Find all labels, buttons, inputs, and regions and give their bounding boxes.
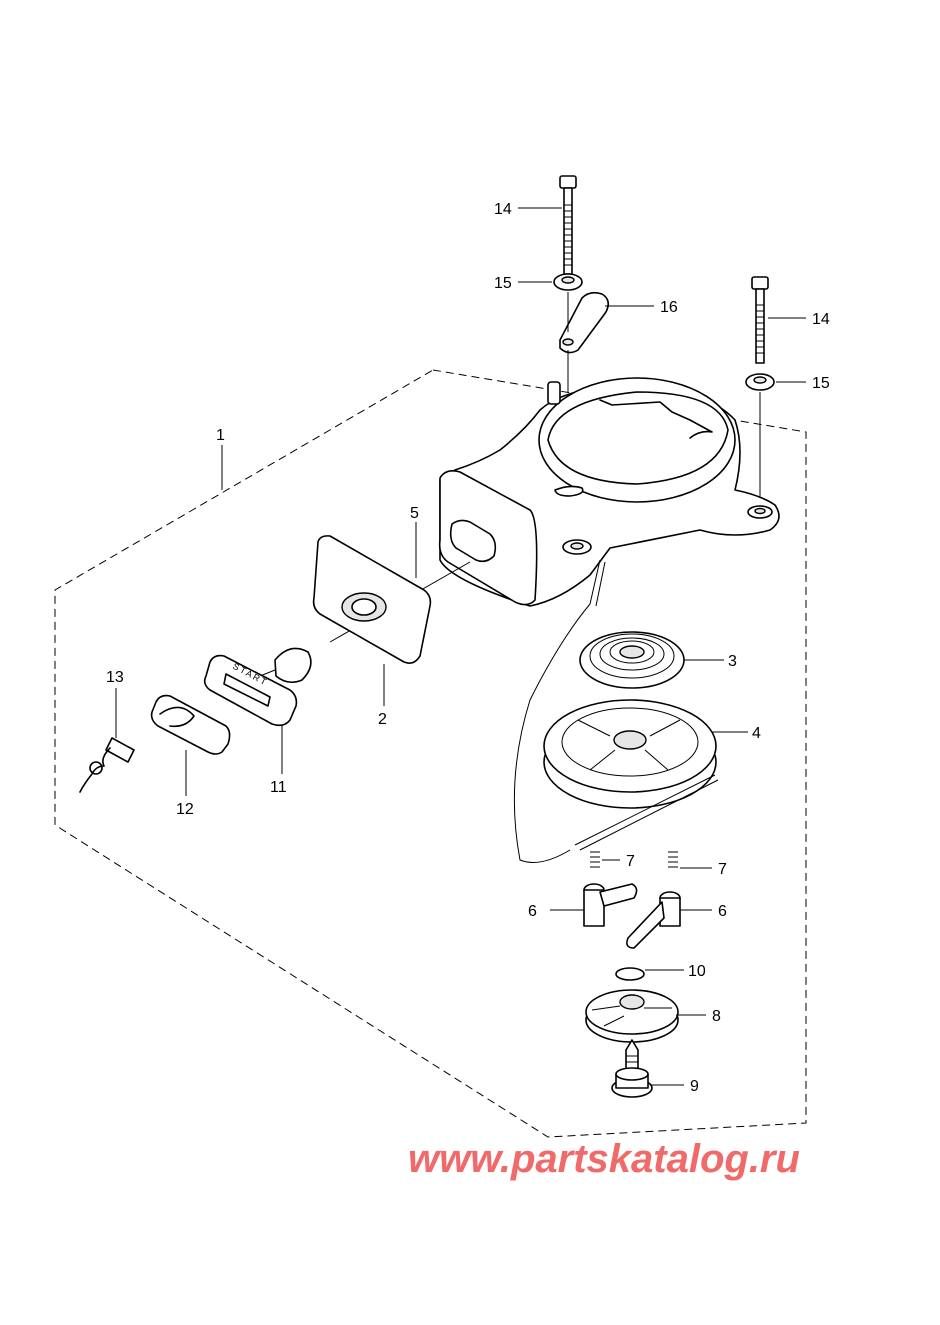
callout-1: 1 <box>216 427 225 444</box>
part-10-retaining-ring[interactable] <box>615 967 645 981</box>
callout-15-upper: 15 <box>494 275 512 292</box>
callout-7-left: 7 <box>626 853 635 870</box>
part-1-starter-housing[interactable] <box>438 377 780 607</box>
callout-14-upper: 14 <box>494 201 512 218</box>
part-14-bolt-right[interactable] <box>751 276 769 364</box>
part-12-handle-insert[interactable] <box>150 694 231 755</box>
callout-15-right: 15 <box>812 375 830 392</box>
part-15-washer-upper[interactable] <box>553 273 583 291</box>
part-8-ratchet[interactable] <box>585 989 679 1043</box>
starter-rope <box>513 603 591 863</box>
part-11-start-handle[interactable]: START <box>203 647 312 727</box>
callout-16: 16 <box>660 299 678 316</box>
callout-8: 8 <box>712 1008 721 1025</box>
callout-2: 2 <box>378 711 387 728</box>
part-13-rope-retainer[interactable] <box>79 737 135 793</box>
part-2-guide-plate[interactable] <box>312 535 432 664</box>
callout-6-left: 6 <box>528 903 537 920</box>
callout-7-right: 7 <box>718 861 727 878</box>
callout-11: 11 <box>270 779 287 796</box>
callout-4: 4 <box>752 725 761 742</box>
part-7-pawl-spring-right[interactable] <box>668 851 678 868</box>
part-7-pawl-spring-left[interactable] <box>590 851 600 868</box>
part-3-recoil-spring[interactable] <box>579 631 685 689</box>
callout-6-right: 6 <box>718 903 727 920</box>
watermark-url[interactable]: www.partskatalog.ru <box>408 1137 800 1181</box>
leader-lines <box>115 207 806 1086</box>
part-14-bolt-upper[interactable] <box>559 175 577 275</box>
part-15-washer-right[interactable] <box>745 373 775 391</box>
callout-3: 3 <box>728 653 737 670</box>
callout-5: 5 <box>410 505 419 522</box>
part-6-pawl-left[interactable] <box>583 883 638 927</box>
callout-10: 10 <box>688 963 706 980</box>
part-6-pawl-right[interactable] <box>626 891 681 949</box>
callout-labels: 14 15 16 14 15 1 5 3 4 2 11 12 13 7 7 6 … <box>106 201 830 1095</box>
callout-14-right: 14 <box>812 311 830 328</box>
assembly-boundary <box>54 369 807 1138</box>
part-4-rope-pulley[interactable] <box>543 699 719 851</box>
callout-12: 12 <box>176 801 194 818</box>
callout-13: 13 <box>106 669 124 686</box>
part-9-screw[interactable] <box>611 1039 653 1098</box>
part-16-clamp[interactable] <box>559 291 610 354</box>
callout-9: 9 <box>690 1078 699 1095</box>
